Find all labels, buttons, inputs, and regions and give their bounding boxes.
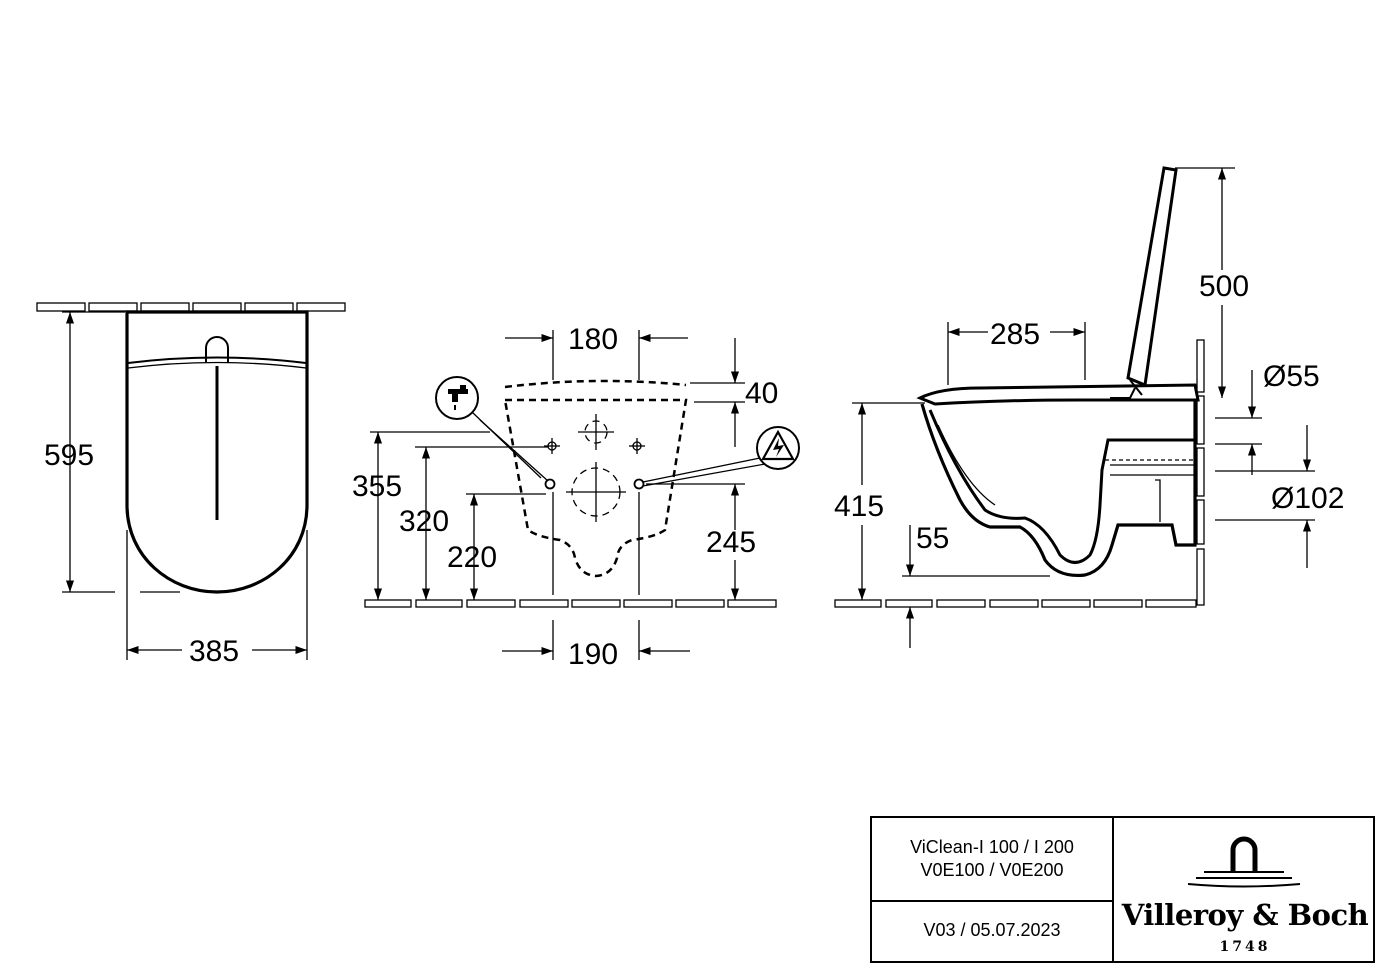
brand-logo: Villeroy & Boch 1748 (1116, 826, 1374, 962)
brand-name: Villeroy & Boch (1121, 898, 1369, 932)
dim-385: 385 (189, 635, 239, 668)
side-view-seat (916, 383, 1200, 406)
front-view: 180 190 40 355 320 220 245 (352, 323, 800, 671)
model-name: ViClean-I 100 / I 200 (910, 837, 1074, 857)
dim-285: 285 (990, 318, 1040, 351)
version-date: V03 / 05.07.2023 (923, 920, 1061, 940)
dim-320: 320 (399, 505, 449, 538)
dim-245: 245 (706, 526, 756, 559)
dim-415: 415 (834, 490, 884, 523)
title-block-divider (1112, 818, 1114, 961)
title-block: ViClean-I 100 / I 200 V0E100 / V0E200 V0… (870, 816, 1375, 963)
dim-355: 355 (352, 470, 402, 503)
side-view: 285 500 415 55 Ø55 Ø102 (834, 166, 1344, 648)
front-view-fixing-points (544, 414, 645, 522)
brand-emblem-icon (1187, 836, 1301, 888)
dim-190: 190 (568, 638, 618, 671)
top-view-seat-line (127, 356, 307, 364)
front-view-floor (364, 599, 777, 608)
dim-dia-102: Ø102 (1271, 482, 1344, 515)
brand-year: 1748 (1219, 939, 1271, 955)
model-code: V0E100 / V0E200 (920, 860, 1064, 880)
title-block-divider (872, 900, 1112, 902)
top-view-wall (36, 302, 346, 312)
dim-40: 40 (745, 377, 778, 410)
dim-595: 595 (44, 439, 94, 472)
dim-500: 500 (1199, 270, 1249, 303)
side-view-lid (1126, 166, 1178, 388)
side-view-bowl (920, 400, 1197, 578)
side-view-floor (834, 599, 1197, 608)
water-tap-icon (435, 376, 479, 420)
top-view: 595 385 (36, 302, 346, 668)
dim-55: 55 (916, 522, 949, 555)
dim-dia-55: Ø55 (1263, 360, 1320, 393)
dim-180: 180 (568, 323, 618, 356)
model-info: ViClean-I 100 / I 200 V0E100 / V0E200 (872, 836, 1112, 882)
top-view-handle (205, 336, 229, 362)
side-view-wall (1196, 339, 1205, 606)
front-view-bowl-silhouette (504, 379, 687, 389)
top-view-bowl-outline (125, 310, 309, 594)
electric-warning-icon (756, 426, 800, 470)
dim-220: 220 (447, 541, 497, 574)
